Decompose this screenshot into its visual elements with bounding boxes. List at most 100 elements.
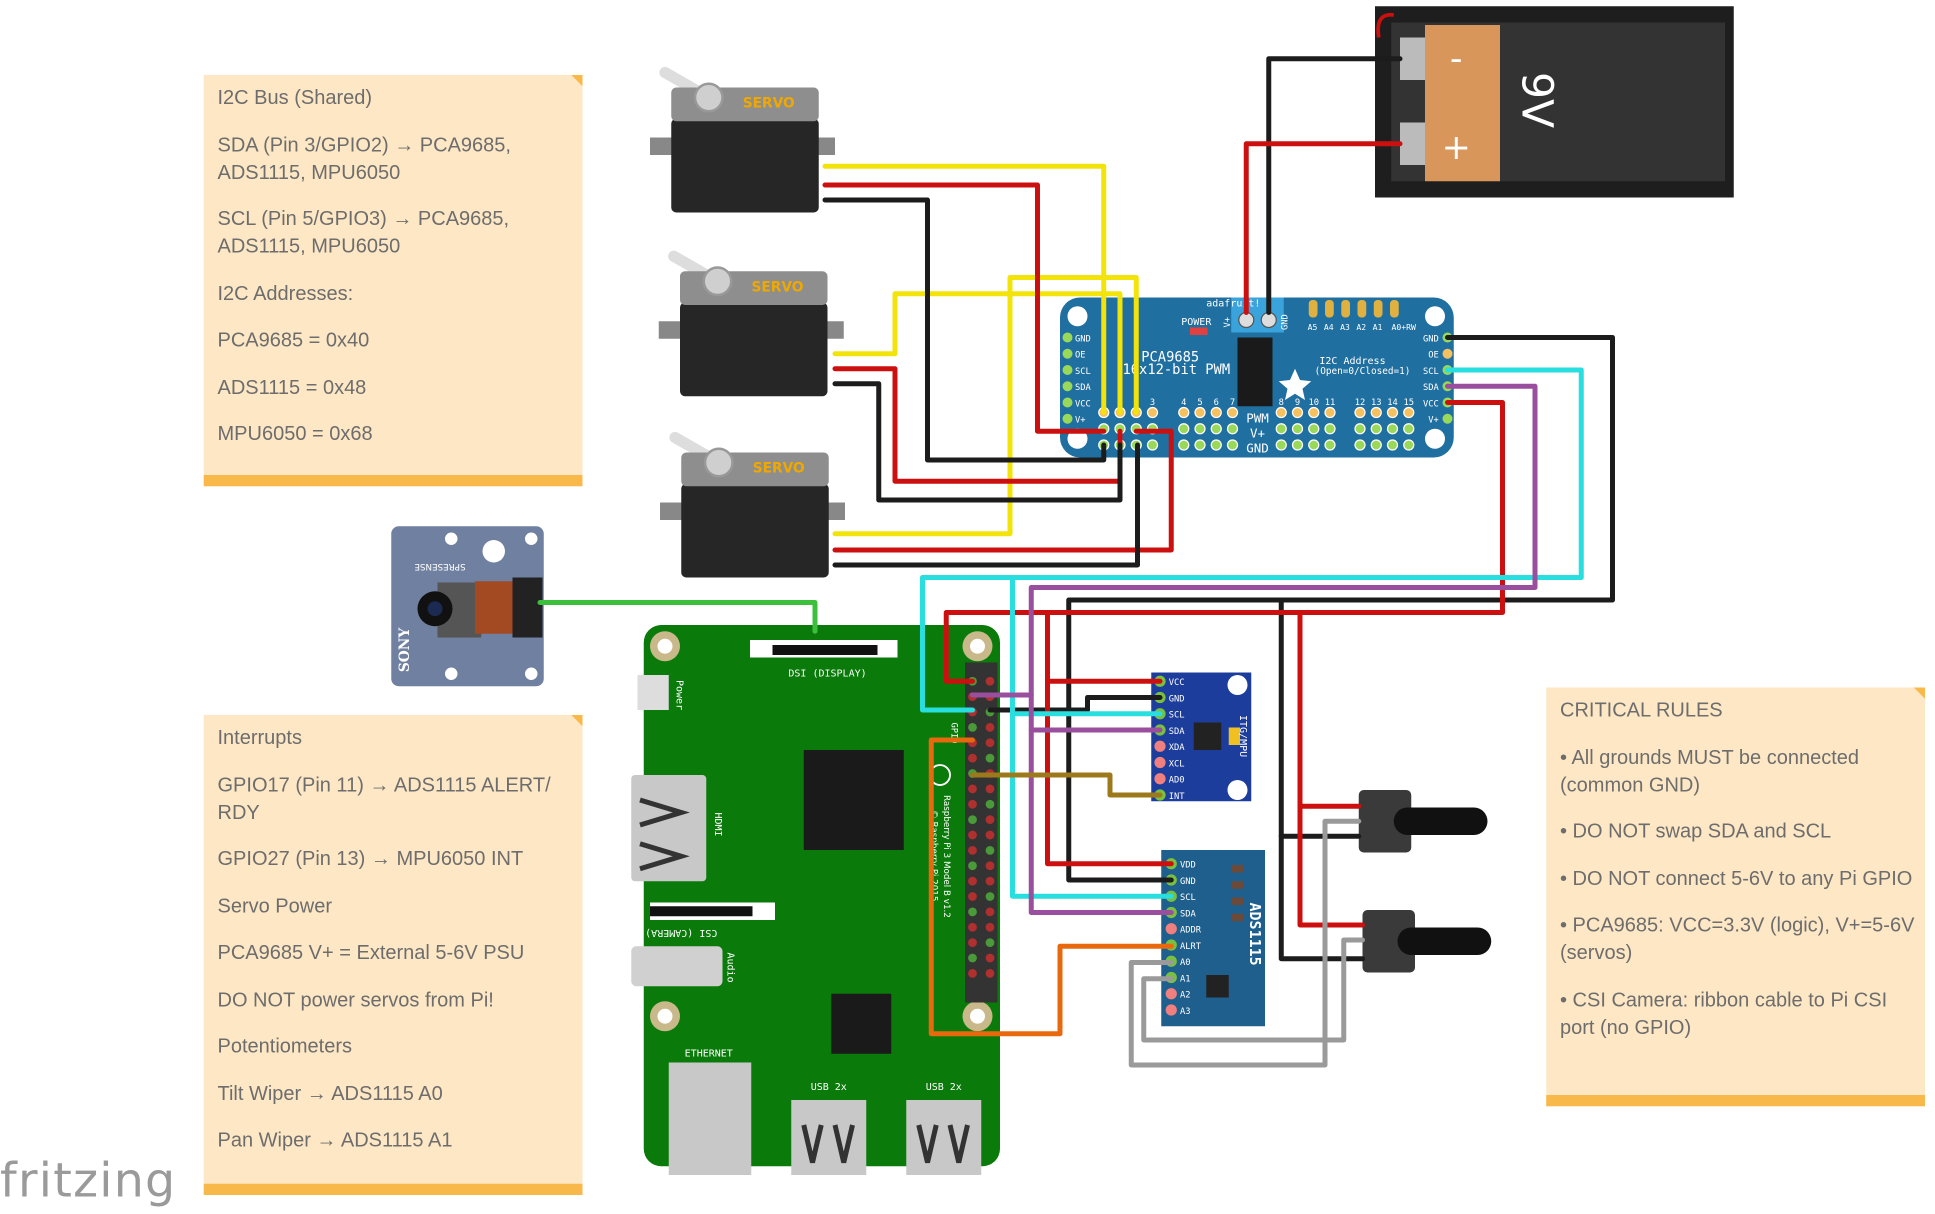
gpio-pin[interactable] <box>968 784 977 794</box>
pwm-header-pin[interactable] <box>1146 439 1159 451</box>
wire-mpu-int[interactable] <box>970 772 1163 798</box>
pwm-header-pin[interactable] <box>1370 423 1382 435</box>
pwm-header-pin[interactable] <box>1275 423 1287 435</box>
gpio-pin[interactable] <box>968 907 977 917</box>
gpio-pin[interactable] <box>985 953 995 963</box>
address-jumper-pad[interactable] <box>1373 300 1383 318</box>
potentiometer-tilt[interactable] <box>1358 790 1488 853</box>
wire-battery-positive[interactable] <box>1243 141 1403 315</box>
note-resize-bar[interactable] <box>1546 1095 1925 1107</box>
pin-left-gnd[interactable] <box>1062 332 1073 343</box>
wire-pan-wiper[interactable] <box>1141 937 1365 1043</box>
gpio-pin[interactable] <box>968 846 977 855</box>
gpio-pin[interactable] <box>985 830 995 840</box>
pwm-header-pin[interactable] <box>1210 439 1222 451</box>
gpio-pin[interactable] <box>968 922 977 932</box>
potentiometer-pan[interactable] <box>1362 910 1492 973</box>
gpio-pin[interactable] <box>968 876 977 886</box>
pwm-header-pin[interactable] <box>1275 439 1287 451</box>
pwm-header-pin[interactable] <box>1194 439 1206 451</box>
wire-servo3-signal[interactable] <box>832 275 1139 537</box>
gpio-pin[interactable] <box>985 815 995 824</box>
pwm-header-pin[interactable] <box>1324 423 1336 435</box>
address-jumper-pad[interactable] <box>1308 300 1318 318</box>
note-resize-bar[interactable] <box>203 475 583 487</box>
pwm-header-pin[interactable] <box>1210 423 1222 435</box>
gpio-pin[interactable] <box>985 892 995 901</box>
gpio-pin[interactable] <box>985 676 995 686</box>
pin-right-v+[interactable] <box>1442 413 1453 424</box>
pwm-header-pin[interactable] <box>1354 439 1366 451</box>
pwm-header-pin[interactable] <box>1308 406 1320 419</box>
pin-right-oe[interactable] <box>1442 348 1453 359</box>
pwm-header-pin[interactable] <box>1354 406 1366 419</box>
pwm-header-pin[interactable] <box>1308 439 1320 451</box>
pwm-header-pin[interactable] <box>1386 406 1399 419</box>
gpio-pin[interactable] <box>968 938 977 947</box>
wire-tilt-wiper[interactable] <box>1128 818 1362 1068</box>
pwm-header-pin[interactable] <box>1386 423 1399 435</box>
ads-pin-addr[interactable] <box>1165 923 1177 935</box>
gpio-pin[interactable] <box>985 738 995 748</box>
wire-ground-bus[interactable] <box>1066 335 1615 883</box>
gpio-pin[interactable] <box>985 753 995 763</box>
pwm-header-pin[interactable] <box>1226 439 1239 451</box>
gpio-pin[interactable] <box>985 861 995 871</box>
pwm-header-pin[interactable] <box>1324 439 1336 451</box>
note-resize-bar[interactable] <box>203 1183 583 1195</box>
wire-vcc-pots[interactable] <box>1297 610 1365 928</box>
pwm-header-pin[interactable] <box>1226 423 1239 435</box>
battery-9v[interactable]: - + 9V <box>1375 6 1734 198</box>
wire-sda-bus[interactable] <box>1028 383 1538 915</box>
spresense-camera[interactable]: SPRESENSE SONY <box>391 526 544 687</box>
mpu-pin-xcl[interactable] <box>1154 756 1166 769</box>
pwm-header-pin[interactable] <box>1275 406 1287 419</box>
gpio-pin[interactable] <box>968 953 977 963</box>
wire-ads-alert[interactable] <box>928 737 1174 1037</box>
gpio-pin[interactable] <box>985 938 995 947</box>
pca9685-board[interactable]: adafruit! POWER V+ GND PCA9685 16x12-bit… <box>1060 297 1454 458</box>
wire-vcc-bus[interactable] <box>943 400 1505 684</box>
pwm-header-pin[interactable] <box>1291 439 1304 451</box>
pwm-header-pin[interactable] <box>1370 406 1382 419</box>
pwm-header-pin[interactable] <box>1194 406 1206 419</box>
gpio-pin[interactable] <box>968 861 977 871</box>
gpio-pin[interactable] <box>985 846 995 855</box>
servo-1[interactable]: SERVO <box>650 73 835 213</box>
gpio-pin[interactable] <box>985 784 995 794</box>
pwm-header-pin[interactable] <box>1178 439 1190 451</box>
gpio-pin[interactable] <box>985 799 995 809</box>
wire-servo1-ground[interactable] <box>822 197 1107 463</box>
wire-servo2-ground[interactable] <box>832 381 1123 503</box>
servo-2[interactable]: SERVO <box>659 256 844 396</box>
pwm-header-pin[interactable] <box>1308 423 1320 435</box>
gpio-pin[interactable] <box>968 830 977 840</box>
pwm-header-pin[interactable] <box>1210 406 1222 419</box>
gpio-pin[interactable] <box>968 753 977 763</box>
wire-servo1-signal[interactable] <box>822 163 1107 415</box>
pwm-header-pin[interactable] <box>1324 406 1336 419</box>
note-interrupts[interactable]: Interrupts GPIO17 (Pin 11) → ADS1115 ALE… <box>203 715 583 1195</box>
pin-left-vcc[interactable] <box>1062 397 1073 408</box>
ads-pin-a2[interactable] <box>1165 988 1177 1000</box>
wire-servo3-ground[interactable] <box>832 442 1140 568</box>
address-jumper-pad[interactable] <box>1357 300 1367 318</box>
gpio-pin[interactable] <box>968 815 977 824</box>
servo-3[interactable]: SERVO <box>660 438 845 578</box>
raspberry-pi-3[interactable]: DSI (DISPLAY) Power HDMI CSI (CAMERA) Au… <box>631 625 1000 1175</box>
wire-servo1-power[interactable] <box>822 182 1107 434</box>
mpu-pin-ad0[interactable] <box>1154 773 1166 785</box>
gpio-pin[interactable] <box>985 876 995 886</box>
gpio-pin[interactable] <box>985 907 995 917</box>
pwm-header-pin[interactable] <box>1178 423 1190 435</box>
pwm-header-pin[interactable] <box>1370 439 1382 451</box>
pin-left-scl[interactable] <box>1062 365 1073 375</box>
note-critical-rules[interactable]: CRITICAL RULES • All grounds MUST be con… <box>1546 687 1925 1107</box>
pwm-header-pin[interactable] <box>1291 406 1304 419</box>
gpio-pin[interactable] <box>968 799 977 809</box>
pin-left-oe[interactable] <box>1062 348 1073 359</box>
mpu-pin-xda[interactable] <box>1154 740 1166 752</box>
pwm-header-pin[interactable] <box>1386 439 1399 451</box>
gpio-pin[interactable] <box>968 969 977 978</box>
